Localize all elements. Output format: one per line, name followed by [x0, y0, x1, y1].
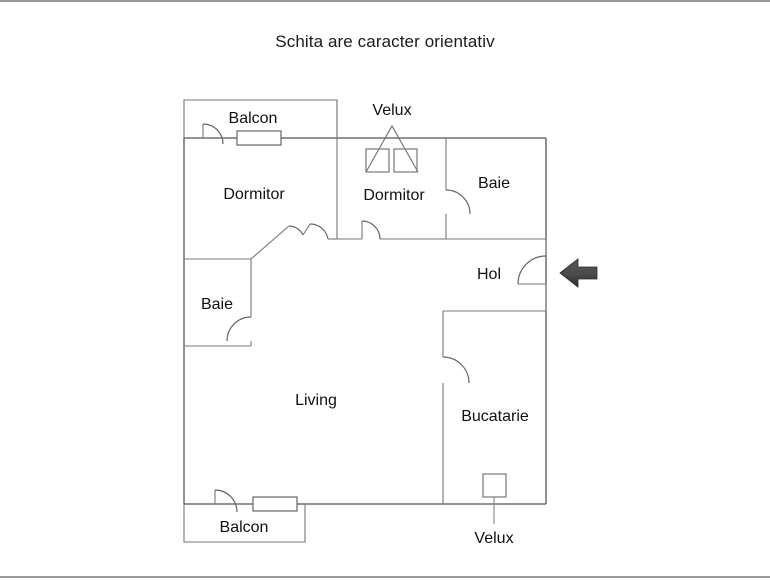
- balcon-bottom-window: [252, 496, 298, 512]
- velux-bottom-symbol: [482, 473, 507, 524]
- balcon-bottom-outline: [183, 504, 306, 543]
- wall-living-dormitor-diagonal: [184, 223, 337, 260]
- page-title: Schita are caracter orientativ: [275, 32, 495, 51]
- arrow-shape: [559, 258, 598, 288]
- apartment-outer-walls: [183, 137, 547, 505]
- room-label-dormitor-mid: Dormitor: [363, 187, 425, 204]
- velux-top-symbol: [365, 124, 419, 173]
- room-label-hol: Hol: [477, 266, 501, 283]
- entrance-door: [517, 239, 547, 311]
- room-label-baie-left: Baie: [201, 296, 233, 313]
- wall-top-band-bottom: [337, 220, 546, 240]
- room-label-baie-top: Baie: [478, 175, 510, 192]
- wall-dormitor-baie: [445, 138, 471, 239]
- wall-hol-bucatarie: [442, 310, 546, 504]
- entrance-direction-arrow[interactable]: [559, 258, 598, 288]
- room-label-dormitor-left: Dormitor: [223, 186, 285, 203]
- balcon-top-window: [236, 130, 282, 146]
- room-label-balcon-bottom: Balcon: [220, 519, 269, 536]
- balcon-bottom-door: [214, 489, 238, 513]
- baie-left-walls: [184, 259, 252, 347]
- balcon-top-door: [202, 123, 224, 145]
- velux-top-label: Velux: [372, 102, 411, 119]
- room-label-living: Living: [295, 392, 337, 409]
- room-label-bucatarie: Bucatarie: [461, 408, 529, 425]
- velux-bottom-label: Velux: [474, 530, 513, 547]
- room-label-balcon-top: Balcon: [229, 110, 278, 127]
